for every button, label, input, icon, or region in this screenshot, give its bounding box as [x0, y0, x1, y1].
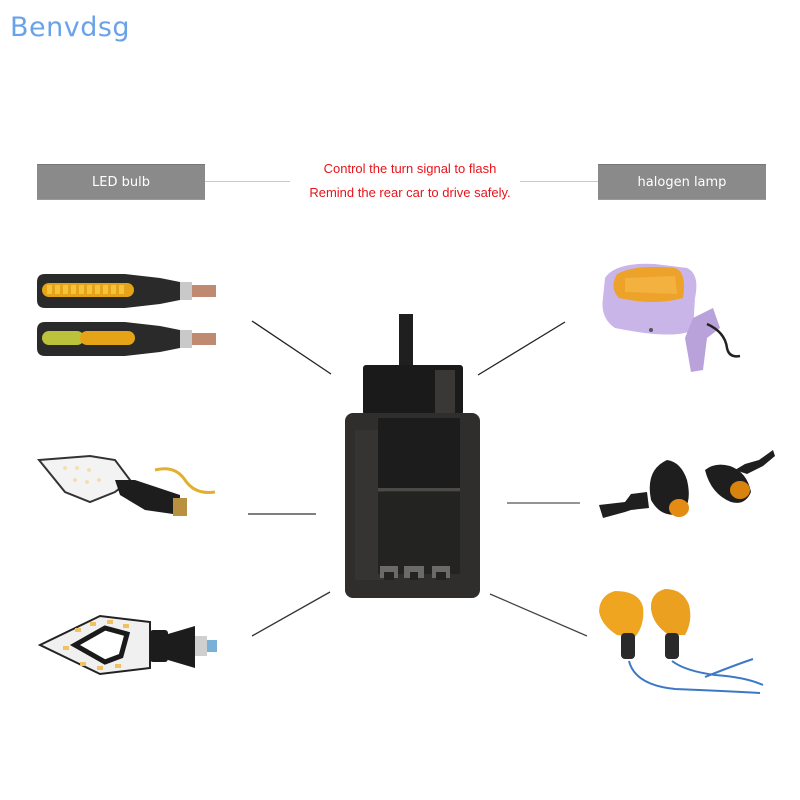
caption-line-2: Remind the rear car to drive safely.	[309, 185, 511, 200]
arrow-led-signal-image	[37, 454, 216, 516]
halogen-lamp-label: halogen lamp	[598, 164, 766, 200]
caption-line-1: Control the turn signal to flash	[323, 161, 497, 176]
flasher-relay-image	[345, 314, 480, 598]
header-divider-left	[205, 181, 290, 182]
chrome-mirror-signal-image	[602, 263, 741, 372]
led-bulb-label: LED bulb	[37, 164, 205, 200]
ring-led-signal-image	[37, 614, 217, 676]
header-divider-right	[520, 181, 598, 182]
bullet-signals-image	[599, 450, 775, 518]
amber-diamond-signals-image	[599, 589, 764, 694]
sequential-led-signal-image	[37, 274, 216, 356]
brand-watermark: Benvdsg	[10, 12, 131, 43]
